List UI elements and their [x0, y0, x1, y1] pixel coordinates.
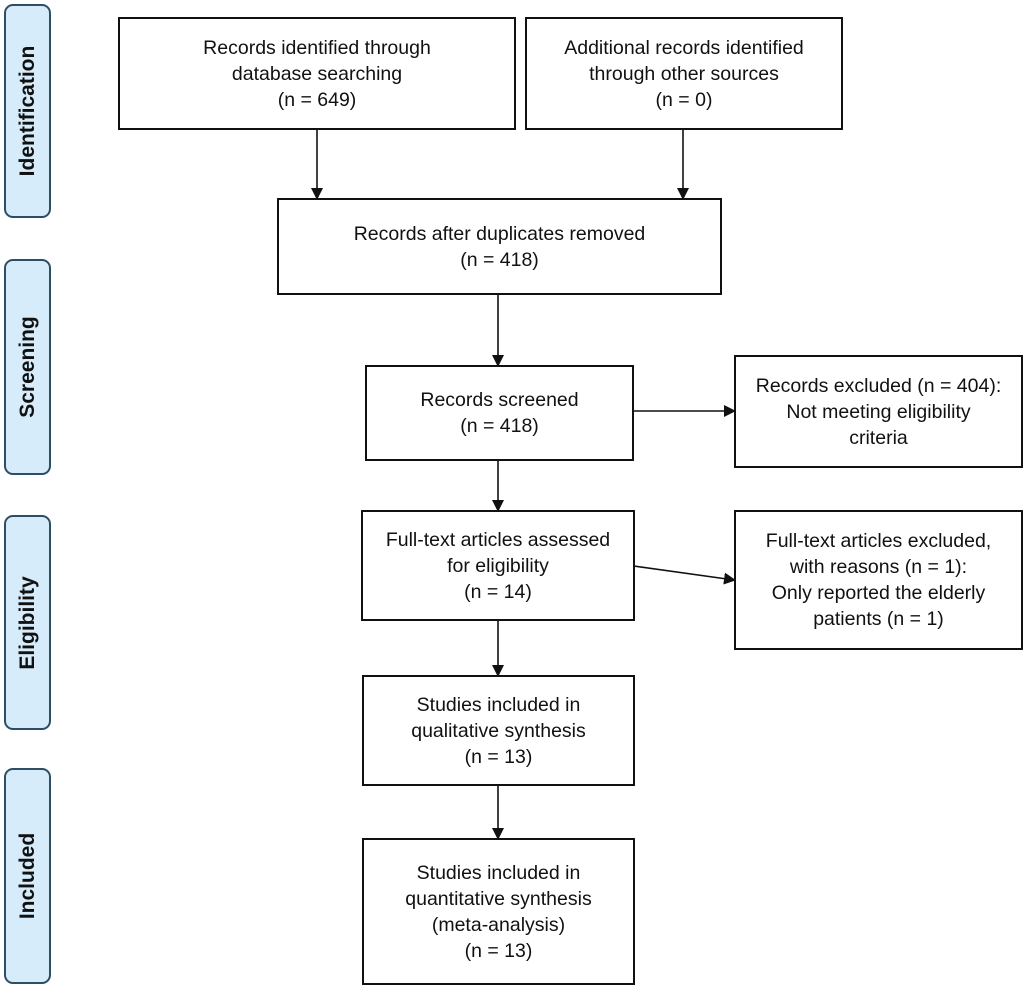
box-other-sources: Additional records identified through ot…	[525, 17, 843, 130]
box-quantitative-synthesis: Studies included in quantitative synthes…	[362, 838, 635, 985]
box-records-screened: Records screened (n = 418)	[365, 365, 634, 461]
box-full-text-assessed: Full-text articles assessed for eligibil…	[361, 510, 635, 621]
box-text-line: with reasons (n = 1):	[789, 556, 968, 578]
box-text-line: (n = 0)	[655, 88, 713, 111]
box-qualitative-synthesis: Studies included in qualitative synthesi…	[362, 675, 635, 786]
box-text-line: Full-text articles assessed	[385, 528, 611, 551]
box-text-line: for eligibility	[447, 554, 549, 577]
box-text-line: criteria	[849, 426, 908, 449]
box-database-search: Records identified through database sear…	[118, 17, 516, 130]
box-text-line: Records identified through	[203, 36, 431, 59]
phase-identification: Identification	[4, 4, 51, 218]
box-text-line: qualitative synthesis	[411, 719, 586, 742]
box-text-line: database searching	[231, 62, 403, 85]
phase-eligibility: Eligibility	[4, 515, 51, 730]
box-text-line: Full-text articles excluded,	[765, 530, 992, 552]
box-full-text-excluded: Full-text articles excluded, with reason…	[734, 510, 1023, 650]
box-text-line: quantitative synthesis	[405, 887, 592, 910]
box-after-duplicates: Records after duplicates removed (n = 41…	[277, 198, 722, 295]
box-text-line: Studies included in	[416, 861, 581, 884]
box-text-line: patients (n = 1)	[813, 608, 944, 630]
box-text-line: Additional records identified	[564, 36, 804, 59]
box-text-line: Records excluded (n = 404):	[755, 374, 1002, 397]
box-text-line: Records screened	[420, 389, 579, 411]
box-text-line: (n = 14)	[464, 580, 532, 603]
box-text-line: Studies included in	[416, 693, 581, 716]
box-text-line: (n = 418)	[460, 415, 539, 437]
phase-included: Included	[4, 768, 51, 984]
box-text-line: (n = 13)	[464, 939, 533, 962]
box-text-line: (n = 649)	[277, 88, 357, 111]
phase-screening: Screening	[4, 259, 51, 475]
box-records-excluded: Records excluded (n = 404): Not meeting …	[734, 355, 1023, 468]
box-text-line: (n = 13)	[464, 745, 533, 768]
box-text-line: (meta-analysis)	[431, 913, 566, 936]
arrow-fulltext-to-excluded	[633, 565, 736, 585]
box-text-line: (n = 418)	[460, 248, 539, 271]
box-text-line: Not meeting eligibility	[786, 400, 971, 423]
box-text-line: Only reported the elderly	[771, 582, 986, 604]
box-text-line: through other sources	[589, 62, 779, 85]
box-text-line: Records after duplicates removed	[353, 222, 646, 245]
